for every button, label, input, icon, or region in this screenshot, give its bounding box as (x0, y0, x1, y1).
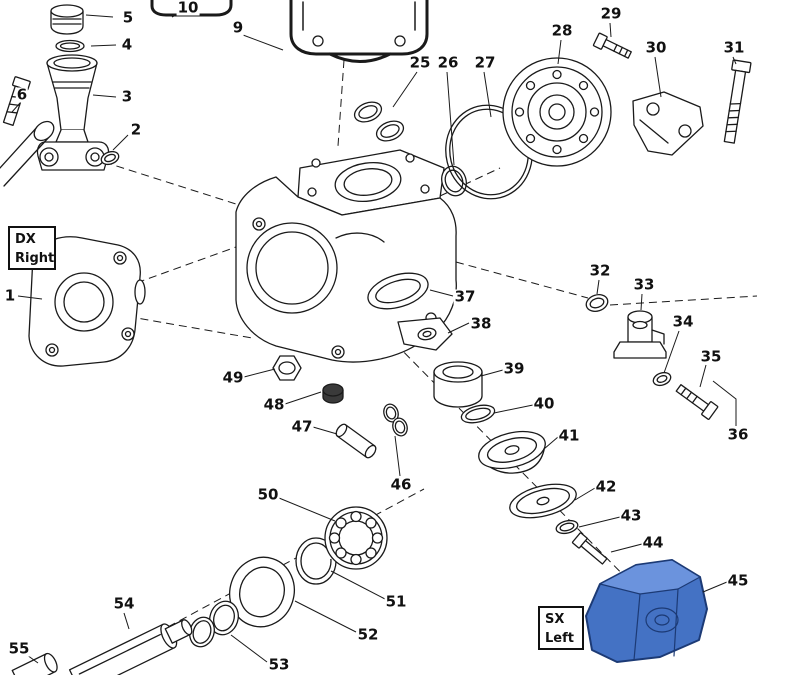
sx-label-line2: Left (545, 630, 574, 646)
sx-label-line1: SX (545, 612, 565, 627)
dx-label-line2: Right (15, 250, 55, 266)
part-54-drawing (68, 619, 193, 675)
dx-right-label-box: DX Right (8, 226, 56, 270)
part-30-drawing (632, 91, 704, 156)
part-33-drawing (613, 310, 667, 359)
part-49-drawing (272, 355, 302, 381)
part-3-drawing (36, 54, 110, 171)
part-26-drawing (441, 165, 467, 197)
leader-lines (11, 10, 737, 664)
part-9-drawing (289, 0, 429, 63)
part-28-drawing (502, 57, 612, 167)
part-50-drawing (324, 506, 388, 570)
part-55-drawing (11, 652, 58, 675)
part-46-drawing (383, 403, 408, 437)
part-38-drawing (397, 317, 453, 351)
part-crankcase-drawing (235, 149, 457, 363)
part-29-drawing (592, 32, 632, 59)
sx-left-label-box: SX Left (538, 606, 584, 650)
part-32-drawing (585, 294, 609, 312)
part-43-drawing (555, 519, 579, 535)
part-53-drawing (189, 600, 239, 648)
part-2-drawing (100, 150, 120, 166)
part-25-drawing (353, 101, 405, 142)
part-42-drawing (509, 483, 577, 519)
part-4-drawing (55, 39, 85, 53)
part-44-drawing (571, 532, 608, 565)
part-45-drawing[interactable] (585, 559, 708, 663)
part-10-drawing (150, 0, 233, 17)
part-41-drawing (478, 430, 546, 474)
part-5-drawing (50, 4, 84, 35)
part-34-drawing (652, 371, 672, 387)
part-47-drawing (335, 423, 377, 459)
part-39-drawing (433, 361, 483, 408)
part-51-drawing (295, 537, 352, 585)
parts-artwork (0, 0, 752, 675)
dx-label-line1: DX (15, 232, 36, 247)
part-52-drawing (229, 556, 295, 628)
part-40-drawing (460, 404, 496, 424)
part-35-drawing (675, 384, 719, 420)
part-31-drawing (723, 59, 752, 144)
part-37-drawing (367, 272, 429, 310)
part-48-drawing (322, 383, 344, 404)
part-1-drawing (28, 236, 146, 367)
